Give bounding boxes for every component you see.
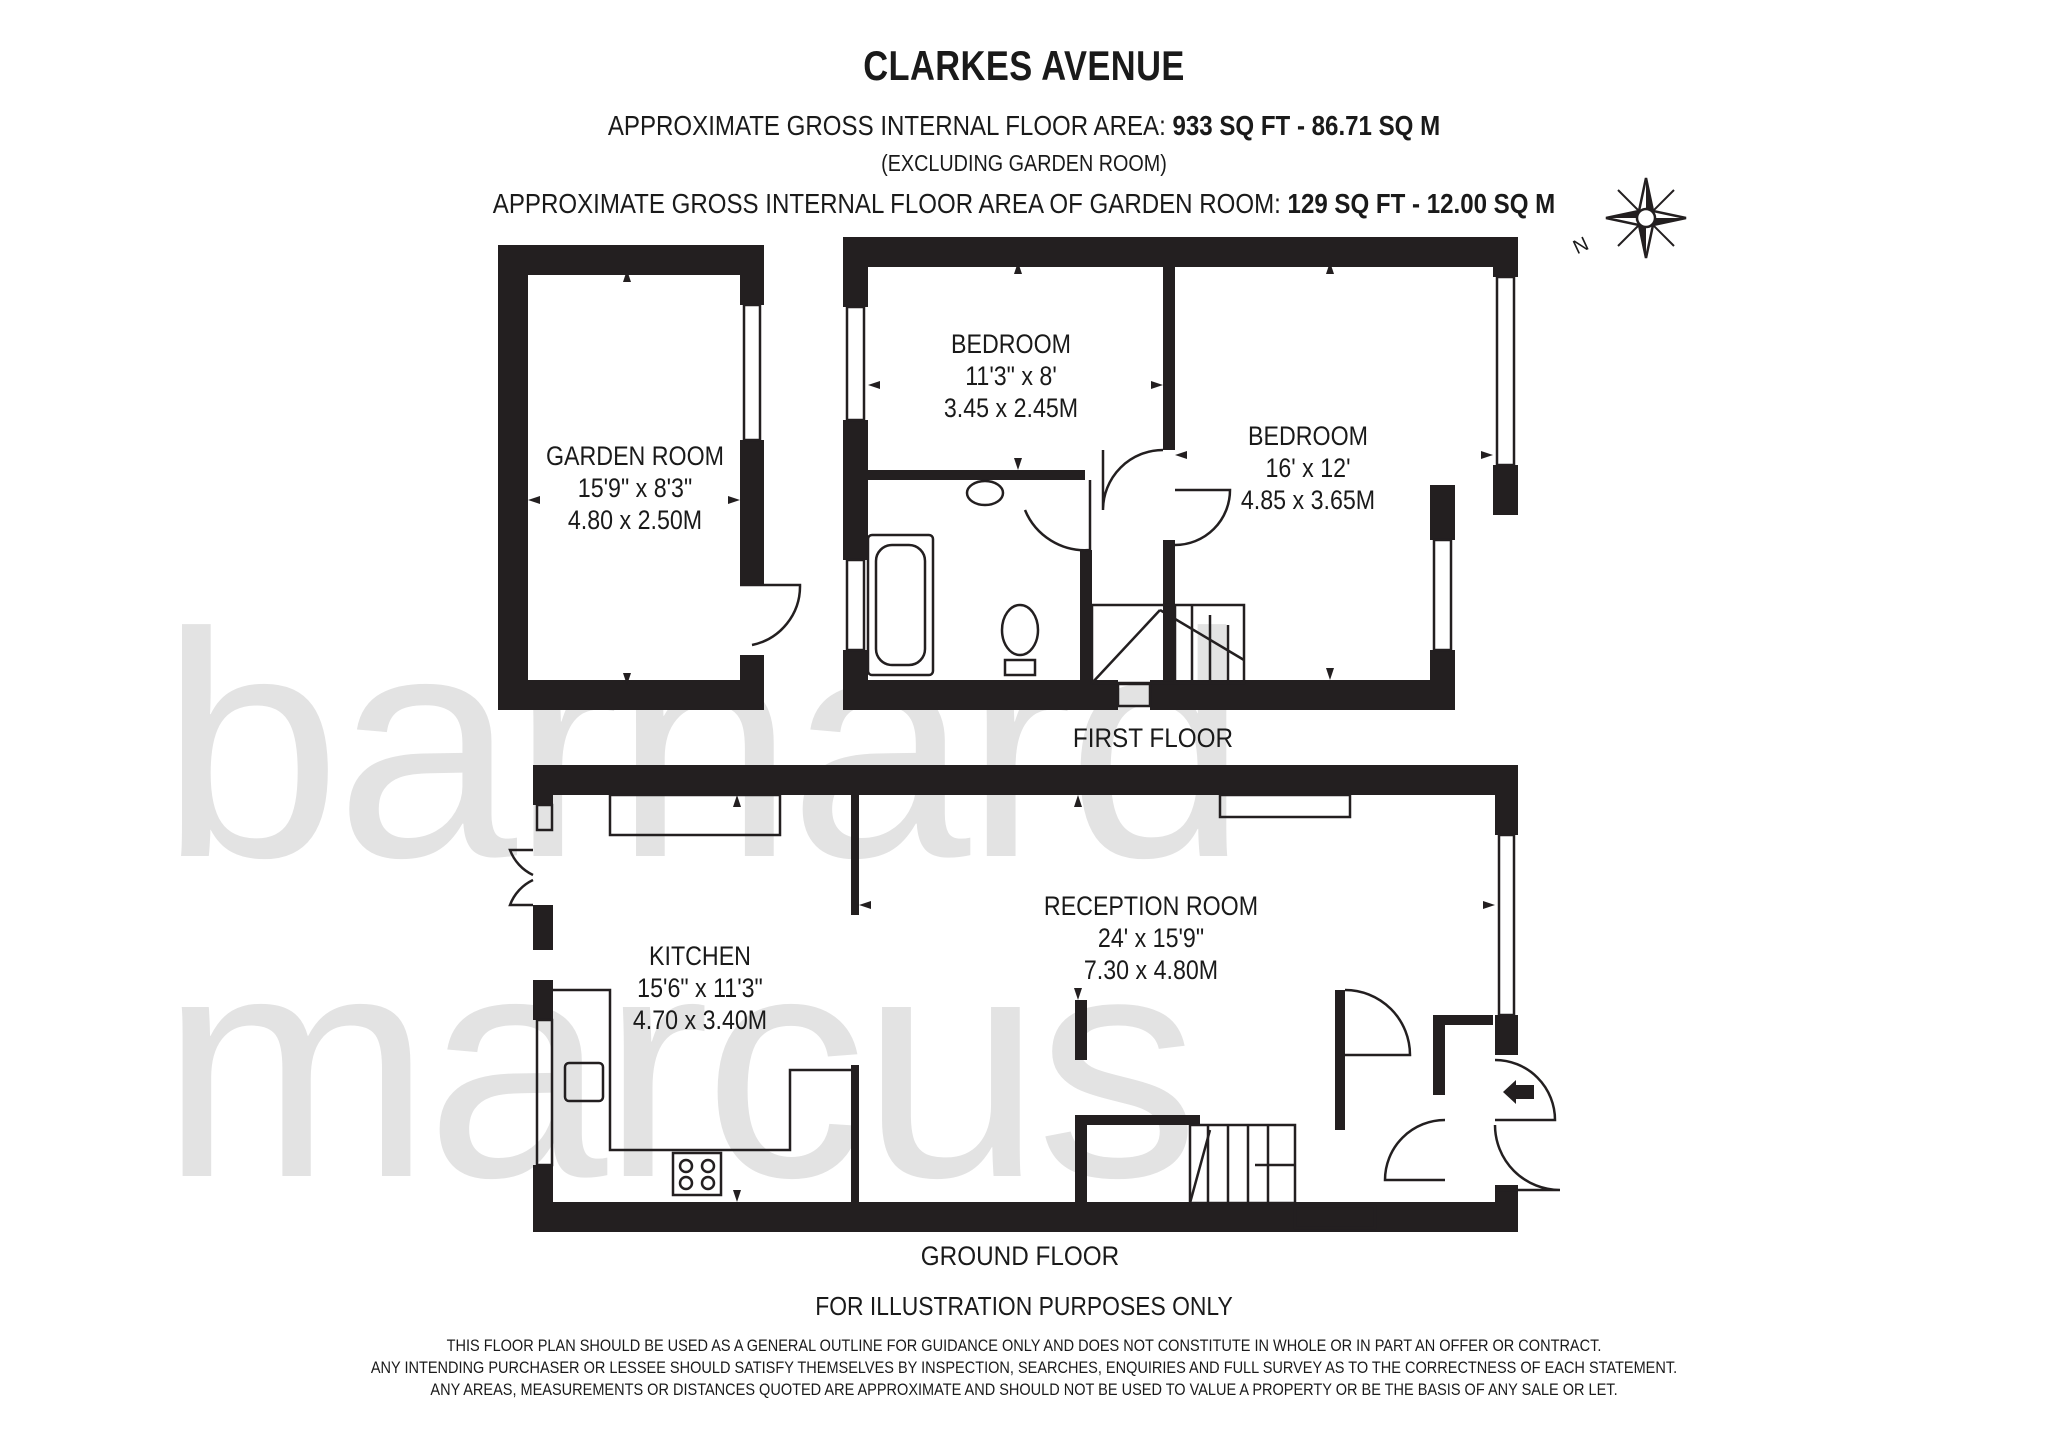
compass-rose-icon [1605, 177, 1687, 259]
room-name: RECEPTION ROOM [1043, 891, 1259, 921]
first-floor-label: FIRST FLOOR [1072, 723, 1234, 753]
illustration-note: FOR ILLUSTRATION PURPOSES ONLY [815, 1291, 1233, 1321]
room-imperial: 24' x 15'9" [1097, 923, 1205, 953]
ground-floor-stairs [1188, 1123, 1297, 1205]
room-metric: 4.85 x 3.65M [1240, 485, 1376, 515]
landing-window [1116, 682, 1152, 708]
wc-bowl [1000, 603, 1040, 657]
bathroom-door [1023, 480, 1092, 552]
gross-area-label: APPROXIMATE GROSS INTERNAL FLOOR AREA: [607, 110, 1166, 141]
room-name: KITCHEN [649, 941, 751, 971]
entrance-arrow-icon [1514, 1085, 1534, 1099]
bedroom-2-door [1174, 488, 1232, 547]
front-door-lower [1493, 1124, 1561, 1192]
bedroom-2-window [1495, 275, 1516, 467]
kitchen-upper-units [608, 793, 782, 837]
garden-area-label: APPROXIMATE GROSS INTERNAL FLOOR AREA OF… [492, 188, 1281, 219]
kitchen-door-right [508, 878, 534, 907]
garden-area-value: 129 SQ FT - 12.00 SQ M [1287, 188, 1556, 219]
first-floor-stairs [1090, 603, 1246, 685]
reception-fireplace [1218, 793, 1352, 819]
room-imperial: 15'9" x 8'3" [577, 473, 693, 503]
bedroom-1-label: BEDROOM 11'3" x 8' 3.45 x 2.45M [944, 328, 1078, 424]
bedroom-2-label: BEDROOM 16' x 12' 4.85 x 3.65M [1241, 420, 1375, 516]
room-name: BEDROOM [1248, 421, 1368, 451]
room-imperial: 15'6" x 11'3" [637, 973, 763, 1003]
garden-room-window [742, 303, 762, 442]
gross-area-value: 933 SQ FT - 86.71 SQ M [1172, 110, 1441, 141]
excluding-note: (EXCLUDING GARDEN ROOM) [881, 150, 1167, 176]
bedroom-1-window [845, 305, 866, 422]
room-imperial: 11'3" x 8' [965, 361, 1057, 391]
kitchen-window-top [535, 803, 554, 832]
bedroom-2-bay-window [1432, 538, 1453, 652]
reception-door [1344, 988, 1412, 1057]
gross-area-line: APPROXIMATE GROSS INTERNAL FLOOR AREA: 9… [608, 110, 1440, 142]
reception-room-label: RECEPTION ROOM 24' x 15'9" 7.30 x 4.80M [1044, 890, 1258, 986]
garden-area-line: APPROXIMATE GROSS INTERNAL FLOOR AREA OF… [493, 188, 1555, 220]
room-name: GARDEN ROOM [545, 441, 725, 471]
watermark-logo: barnard marcus [160, 566, 1248, 1244]
room-metric: 4.80 x 2.50M [567, 505, 703, 535]
front-door-upper [1494, 1058, 1557, 1122]
ground-floor-label: GROUND FLOOR [920, 1241, 1120, 1271]
kitchen-hob [671, 1151, 723, 1197]
room-metric: 7.30 x 4.80M [1083, 955, 1219, 985]
garden-room-door [740, 583, 802, 647]
bathtub [866, 533, 935, 677]
room-name: BEDROOM [951, 329, 1071, 359]
room-metric: 3.45 x 2.45M [943, 393, 1079, 423]
kitchen-door-left [508, 848, 534, 877]
kitchen-label: KITCHEN 15'6" x 11'3" 4.70 x 3.40M [633, 940, 767, 1036]
kitchen-window [535, 1018, 554, 1167]
kitchen-worktop [553, 988, 851, 1152]
garden-room-walls [498, 245, 764, 710]
basin [965, 479, 1005, 507]
hall-door [1383, 1118, 1446, 1182]
disclaimer-line-3: ANY AREAS, MEASUREMENTS OR DISTANCES QUO… [430, 1381, 1618, 1399]
bedroom-1-door [1101, 448, 1164, 511]
bathtub-inner [874, 543, 927, 667]
kitchen-sink [563, 1061, 605, 1103]
page-title: CLARKES AVENUE [863, 42, 1185, 89]
bathroom-window [845, 558, 866, 652]
disclaimer-line-1: THIS FLOOR PLAN SHOULD BE USED AS A GENE… [446, 1337, 1602, 1355]
room-imperial: 16' x 12' [1265, 453, 1351, 483]
hall-window [1293, 1204, 1377, 1230]
disclaimer-line-2: ANY INTENDING PURCHASER OR LESSEE SHOULD… [370, 1359, 1678, 1377]
garden-room-label: GARDEN ROOM 15'9" x 8'3" 4.80 x 2.50M [546, 440, 724, 536]
room-metric: 4.70 x 3.40M [632, 1005, 768, 1035]
first-floor-walls [843, 237, 1518, 710]
reception-window [1497, 833, 1516, 1017]
wc-cistern [1003, 658, 1037, 677]
dimension-markers [528, 262, 1495, 1202]
